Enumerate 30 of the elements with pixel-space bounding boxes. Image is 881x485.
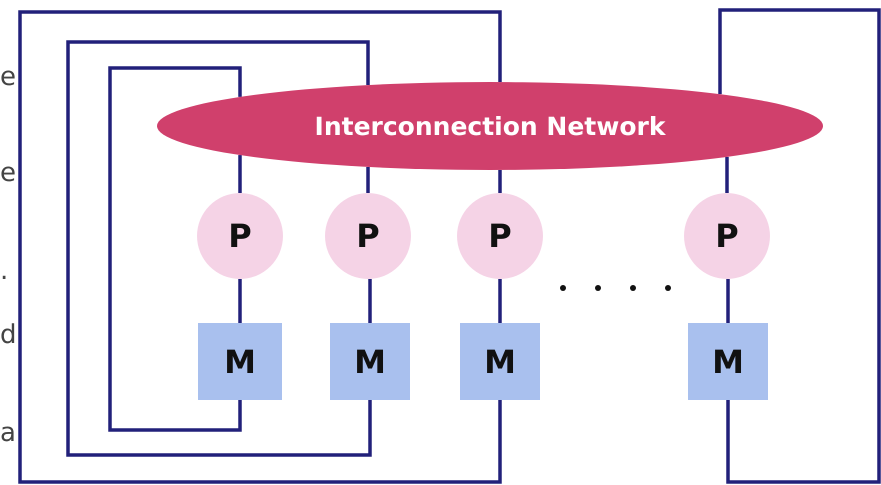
processor-label: P — [715, 217, 739, 255]
memory-label: M — [712, 342, 744, 380]
processor-label: P — [488, 217, 512, 255]
text-fragment: d — [0, 322, 17, 348]
memory-label: M — [224, 342, 256, 380]
connector-line — [366, 166, 370, 193]
connector-line — [238, 155, 242, 193]
network-label: Interconnection Network — [314, 112, 666, 140]
connector-line — [108, 66, 242, 432]
connector-line — [726, 279, 730, 323]
memory-box — [460, 323, 540, 400]
memory-label: M — [484, 342, 516, 380]
connector-line — [18, 10, 502, 484]
memory-box — [330, 323, 410, 400]
connector-line — [238, 279, 242, 323]
text-fragment: e — [0, 64, 16, 90]
text-fragment: . — [0, 258, 8, 284]
processor-label: P — [228, 217, 252, 255]
text-fragment: a — [0, 420, 16, 446]
connector-line — [718, 8, 881, 484]
connector-line — [725, 156, 729, 193]
connector-line — [498, 279, 502, 323]
connector-line — [66, 40, 372, 457]
memory-label: M — [354, 342, 386, 380]
memory-box — [688, 323, 768, 400]
memory-box — [198, 323, 282, 400]
connector-line — [368, 278, 372, 323]
connector-line — [498, 170, 502, 193]
text-fragment: e — [0, 160, 16, 186]
processor-label: P — [356, 217, 380, 255]
